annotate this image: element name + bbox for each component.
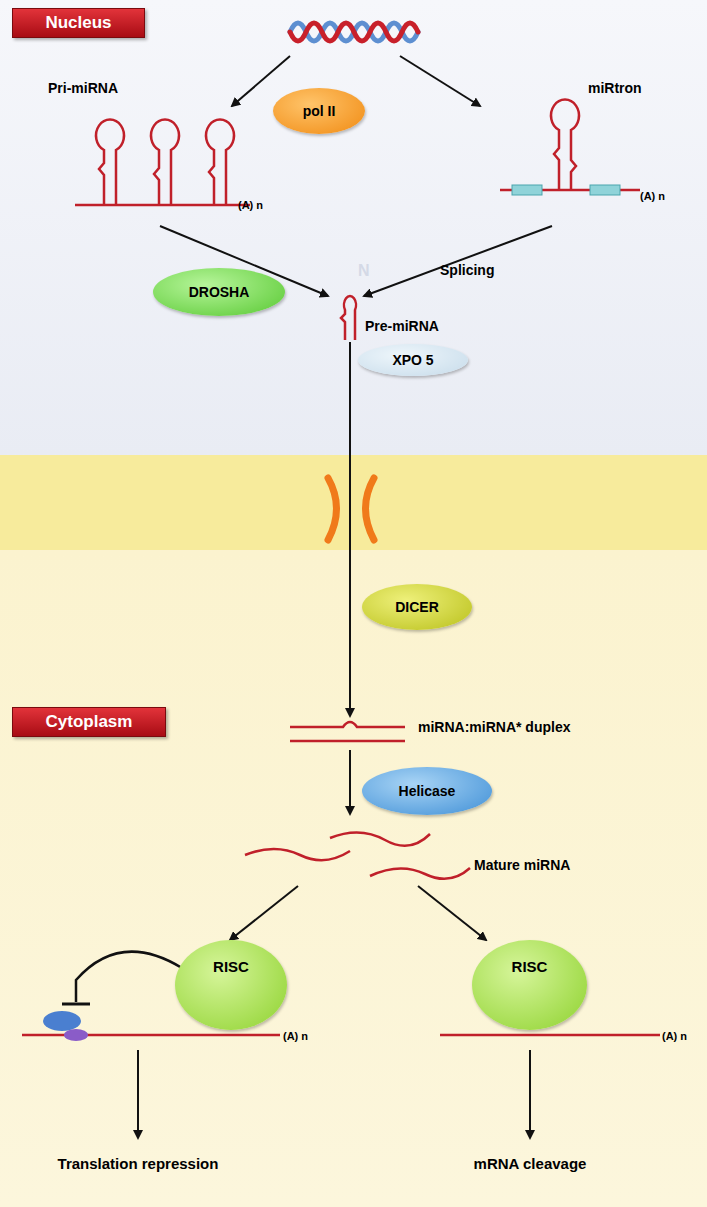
region-tag: Nucleus [12, 8, 145, 38]
mirna-duplex [290, 722, 405, 741]
node-text: Nucleus [45, 13, 111, 33]
risc-complex: RISC [472, 940, 587, 1030]
polya-tail: (A) n [662, 1030, 687, 1042]
pri-mirna-hairpins [75, 120, 250, 205]
stray-letter: N [358, 262, 370, 280]
region-tag: Cytoplasm [12, 707, 166, 737]
node-text: Cytoplasm [46, 712, 133, 732]
process-label: Splicing [440, 262, 494, 278]
polya-tail: (A) n [283, 1030, 308, 1042]
nuclear-pore [328, 478, 374, 540]
structure-label: Pri-miRNA [48, 80, 118, 96]
structure-label: Mature miRNA [474, 857, 570, 873]
polya-tail: (A) n [640, 190, 665, 202]
risc-complex: RISC [175, 940, 287, 1030]
enzyme-ellipse: pol II [273, 88, 365, 134]
outcome-label: mRNA cleavage [474, 1155, 587, 1172]
mirtron-hairpin [500, 100, 640, 195]
node-text: RISC [213, 958, 249, 975]
nucleus-region [0, 0, 707, 455]
mature-mirna-strands [245, 832, 470, 878]
enzyme-ellipse: DROSHA [153, 268, 285, 316]
cytoplasm-region [0, 550, 707, 1207]
dna-helix [290, 23, 418, 41]
structure-label: miRtron [588, 80, 642, 96]
node-text: DROSHA [189, 284, 250, 300]
structure-label: Pre-miRNA [365, 318, 439, 334]
right-mrna [440, 1034, 660, 1037]
node-text: DICER [395, 599, 439, 615]
enzyme-ellipse: DICER [362, 584, 472, 630]
node-text: pol II [303, 103, 336, 119]
pre-mirna-hairpin [341, 296, 356, 340]
polya-tail: (A) n [238, 199, 263, 211]
enzyme-ellipse: Helicase [362, 767, 492, 815]
node-text: Helicase [399, 783, 456, 799]
node-text: XPO 5 [392, 352, 433, 368]
outcome-label: Translation repression [58, 1155, 219, 1172]
structure-label: miRNA:miRNA* duplex [418, 719, 570, 735]
node-text: RISC [512, 958, 548, 975]
exportin-ellipse: XPO 5 [358, 344, 468, 376]
nuclear-membrane [0, 455, 707, 550]
